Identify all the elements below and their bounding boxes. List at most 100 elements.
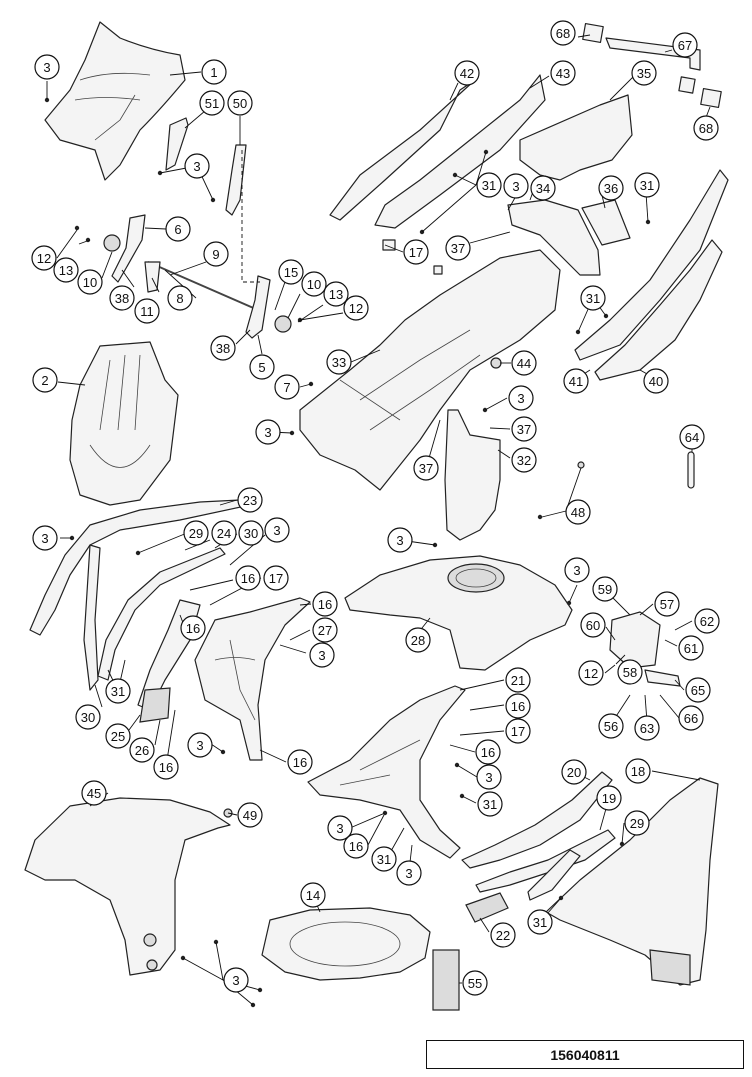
callout-23: 23 <box>237 487 263 513</box>
drawing-number-box: 156040811 <box>426 1040 744 1069</box>
callout-circle <box>309 642 335 668</box>
callout-number: 56 <box>604 719 618 734</box>
callout-12: 12 <box>578 660 604 686</box>
callout-31: 31 <box>580 285 606 311</box>
part-knob-right <box>274 315 292 333</box>
callout-number: 36 <box>604 181 618 196</box>
callout-number: 31 <box>483 797 497 812</box>
callout-28: 28 <box>405 627 431 653</box>
callout-16: 16 <box>287 749 313 775</box>
callout-circle <box>625 758 651 784</box>
callout-33: 33 <box>326 349 352 375</box>
callout-35: 35 <box>631 60 657 86</box>
callout-number: 35 <box>637 66 651 81</box>
callout-circle <box>505 667 531 693</box>
callout-circle <box>31 245 57 271</box>
callout-56: 56 <box>598 713 624 739</box>
part-pad-68c <box>678 76 696 94</box>
callout-number: 31 <box>482 178 496 193</box>
callout-number: 33 <box>332 355 346 370</box>
callout-14: 14 <box>300 882 326 908</box>
callout-circle <box>184 153 210 179</box>
part-bracket-right <box>245 275 271 339</box>
callout-9: 9 <box>203 241 229 267</box>
callout-number: 51 <box>205 96 219 111</box>
callout-3: 3 <box>264 517 290 543</box>
callout-31: 31 <box>476 172 502 198</box>
part-side-trim-20 <box>461 771 613 869</box>
callout-3: 3 <box>34 54 60 80</box>
part-headlight-housing-14 <box>261 907 431 981</box>
callout-number: 11 <box>140 304 154 319</box>
callout-60: 60 <box>580 612 606 638</box>
callout-circle <box>678 635 704 661</box>
callout-number: 64 <box>685 430 699 445</box>
callout-circle <box>327 815 353 841</box>
callout-38: 38 <box>109 285 135 311</box>
callout-16: 16 <box>343 833 369 859</box>
callout-number: 3 <box>396 533 403 548</box>
callout-36: 36 <box>598 175 624 201</box>
callout-circle <box>343 833 369 859</box>
callout-37: 37 <box>445 235 471 261</box>
callout-circle <box>238 520 264 546</box>
callout-15: 15 <box>278 259 304 285</box>
callout-circle <box>264 517 290 543</box>
callout-5: 5 <box>249 354 275 380</box>
drawing-number: 156040811 <box>550 1046 620 1063</box>
part-side-trim-19 <box>475 829 616 893</box>
callout-2: 2 <box>32 367 58 393</box>
callout-65: 65 <box>685 677 711 703</box>
callout-31: 31 <box>634 172 660 198</box>
part-trim-30 <box>83 544 101 691</box>
callout-34: 34 <box>530 175 556 201</box>
part-tank-cover-28 <box>344 555 573 671</box>
part-side-cover-27 <box>194 597 311 761</box>
callout-number: 45 <box>87 786 101 801</box>
callout-number: 16 <box>481 745 495 760</box>
callout-circle <box>580 285 606 311</box>
callout-number: 17 <box>409 245 423 260</box>
callout-circle <box>223 967 249 993</box>
callout-number: 43 <box>556 66 570 81</box>
callout-circle <box>167 285 193 311</box>
callout-circle <box>475 739 501 765</box>
part-strip-64 <box>687 451 695 489</box>
callout-20: 20 <box>561 759 587 785</box>
part-side-cover-18 <box>545 777 719 986</box>
part-radiator-shroud-23 <box>29 499 251 636</box>
callout-number: 37 <box>451 241 465 256</box>
callout-circle <box>396 860 422 886</box>
callout-circle <box>227 90 253 116</box>
callout-number: 25 <box>111 729 125 744</box>
callout-number: 20 <box>567 765 581 780</box>
callout-circle <box>105 723 131 749</box>
callout-circle <box>592 576 618 602</box>
part-side-cover-42 <box>329 79 476 221</box>
callout-number: 8 <box>176 291 183 306</box>
callout-number: 60 <box>586 618 600 633</box>
callout-number: 12 <box>349 301 363 316</box>
callout-number: 62 <box>700 614 714 629</box>
callout-67: 67 <box>672 32 698 58</box>
callout-6: 6 <box>165 216 191 242</box>
callout-circle <box>564 557 590 583</box>
callout-circle <box>81 780 107 806</box>
part-rod-9 <box>147 261 259 311</box>
callout-circle <box>490 922 516 948</box>
callout-circle <box>312 591 338 617</box>
callout-circle <box>678 705 704 731</box>
callout-circle <box>249 354 275 380</box>
callout-13: 13 <box>323 281 349 307</box>
callout-12: 12 <box>343 295 369 321</box>
callout-3: 3 <box>327 815 353 841</box>
part-bracket-51 <box>165 117 189 171</box>
callout-17: 17 <box>263 565 289 591</box>
callout-37: 37 <box>511 416 537 442</box>
part-bracket-50 <box>225 144 247 216</box>
part-plate-57 <box>609 611 661 669</box>
callout-number: 3 <box>232 973 239 988</box>
callout-number: 3 <box>573 563 580 578</box>
callout-number: 34 <box>536 181 550 196</box>
callout-number: 3 <box>318 648 325 663</box>
